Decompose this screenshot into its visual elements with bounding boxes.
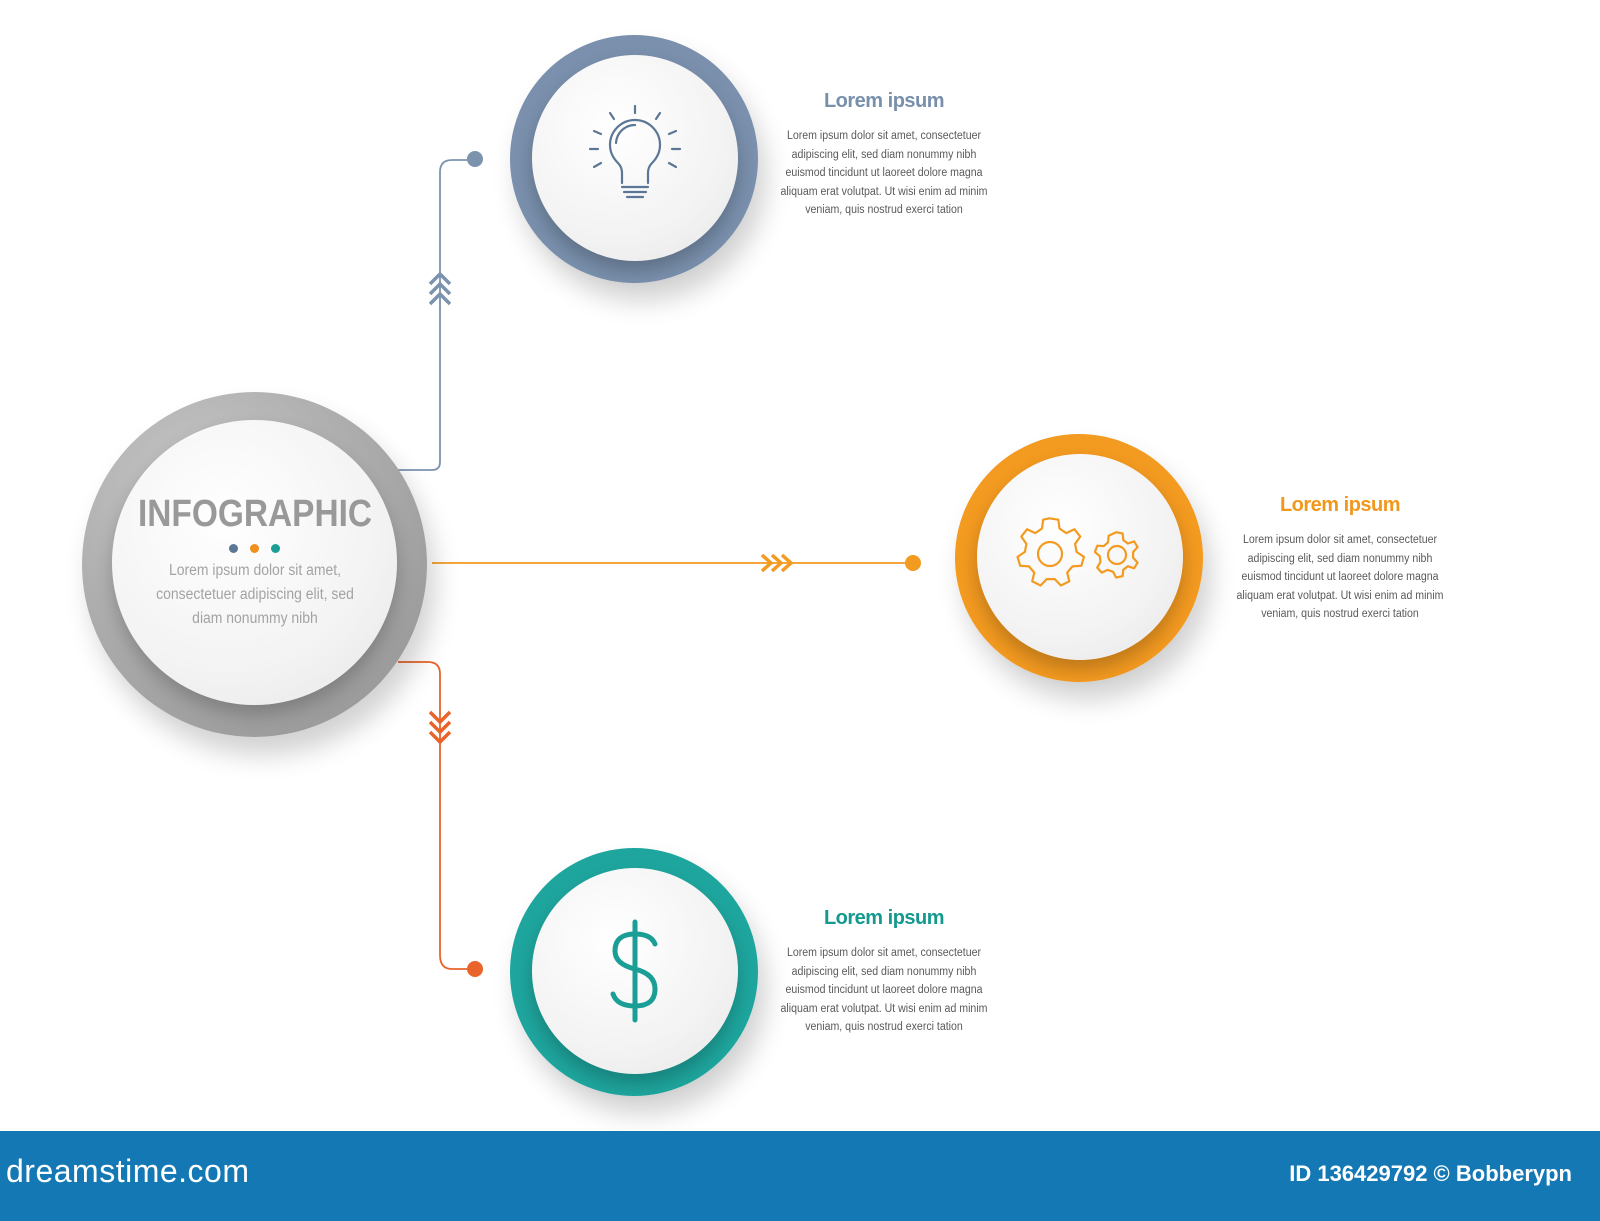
center-text: Lorem ipsum dolor sit amet, consectetuer…: [155, 561, 354, 627]
center-dot-blue: [229, 543, 238, 553]
footer-bar: dreamstime.com ID 136429792 © Bobberypn: [0, 1131, 1600, 1221]
connector-middle-arrows: [760, 553, 794, 573]
connector-bottom-dot: [467, 961, 483, 977]
connector-top-dot: [467, 151, 483, 167]
connector-bottom: [398, 661, 474, 970]
center-dot-teal: [271, 543, 280, 553]
step-2-title: Lorem ipsum: [1279, 494, 1401, 516]
footer-logo[interactable]: dreamstime.com: [6, 1153, 250, 1189]
step-3-circle: [510, 848, 758, 1096]
step-1-text: Lorem ipsum dolor sit amet, consectetuer…: [780, 130, 988, 216]
dollar-icon: [610, 919, 658, 1023]
center-dot-orange: [250, 543, 259, 553]
step-3-text: Lorem ipsum dolor sit amet, consectetuer…: [780, 947, 988, 1033]
step-1-title: Lorem ipsum: [823, 90, 945, 112]
step-2-circle: [955, 434, 1203, 682]
center-dots: [229, 543, 280, 553]
connector-top-arrows: [428, 271, 452, 306]
connector-lines: [395, 151, 921, 977]
connector-top: [395, 159, 474, 471]
connector-bottom-arrows: [428, 710, 452, 745]
step-2-text: Lorem ipsum dolor sit amet, consectetuer…: [1236, 534, 1444, 620]
step-2-inner: [977, 454, 1183, 660]
gears-icon: [1016, 517, 1139, 587]
center-circle: INFOGRAPHIC Lorem ipsum dolor sit amet, …: [82, 392, 427, 737]
footer-image-id: ID 136429792 © Bobberypn: [1289, 1161, 1572, 1186]
center-title: INFOGRAPHIC: [137, 492, 372, 535]
step-1-circle: [510, 35, 758, 283]
lightbulb-icon: [588, 104, 682, 199]
connector-middle-dot: [905, 555, 921, 571]
step-1-inner: [532, 55, 738, 261]
center-inner: INFOGRAPHIC Lorem ipsum dolor sit amet, …: [112, 420, 397, 705]
step-3-inner: [532, 868, 738, 1074]
step-3-title: Lorem ipsum: [823, 907, 945, 929]
